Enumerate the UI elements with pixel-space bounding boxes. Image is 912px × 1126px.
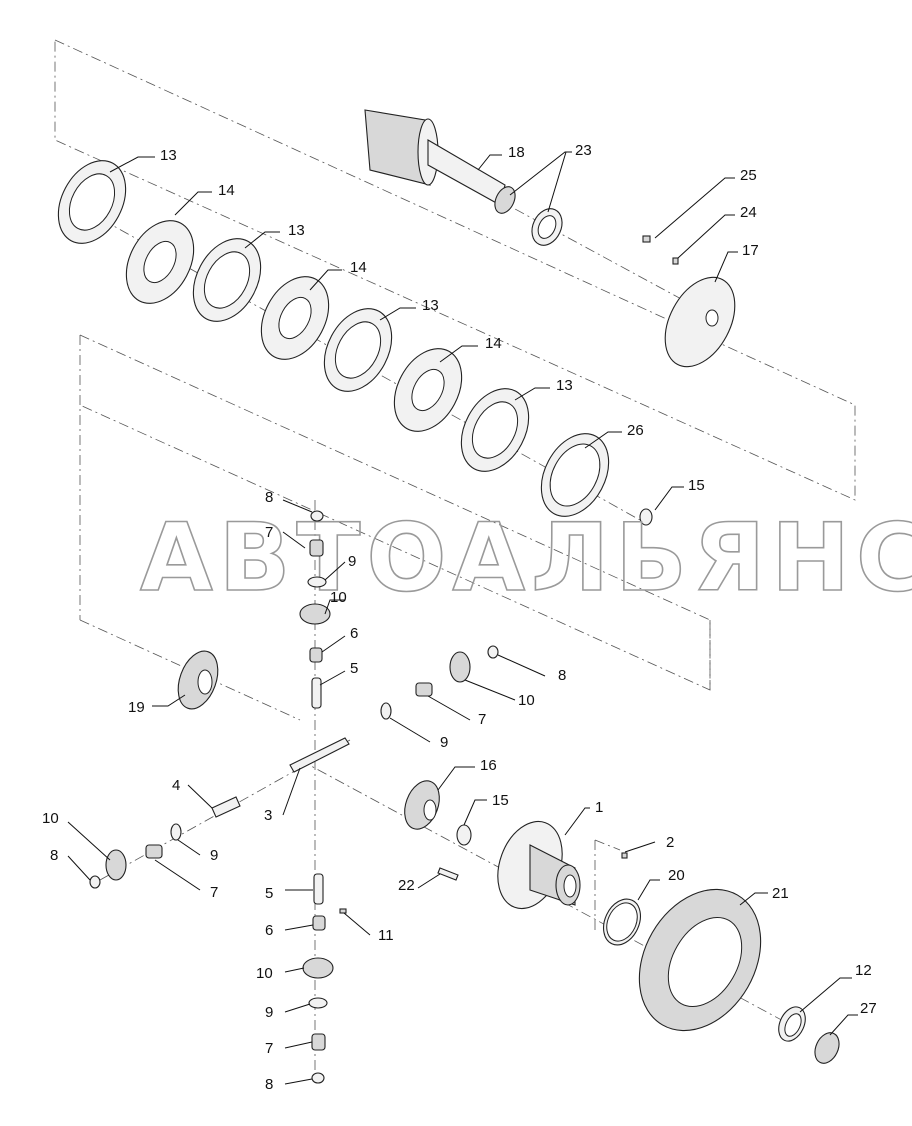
- bolt-2: [621, 852, 628, 859]
- callout-10: 10: [330, 589, 347, 606]
- callout-16: 16: [480, 757, 497, 774]
- clutch-disc-13-a: [57, 160, 127, 244]
- callout-13: 13: [556, 377, 573, 394]
- pin-5-top: [311, 677, 322, 709]
- bearing-cone-27: [814, 1032, 840, 1064]
- thrust-plate-26: [540, 433, 610, 517]
- washer-9-right: [380, 702, 392, 720]
- callout-6: 6: [265, 922, 273, 939]
- callout-12: 12: [855, 962, 872, 979]
- bushing-7-left: [145, 844, 163, 859]
- leader-lines: [67, 151, 858, 1085]
- callout-25: 25: [740, 167, 757, 184]
- washer-9-left: [170, 823, 182, 841]
- callout-13: 13: [160, 147, 177, 164]
- callout-20: 20: [668, 867, 685, 884]
- washer-9-lower: [308, 997, 328, 1009]
- callout-24: 24: [740, 204, 757, 221]
- pinion-10-lower: [302, 957, 334, 979]
- friction-disc-14-a: [125, 220, 195, 304]
- callout-3: 3: [264, 807, 272, 824]
- callout-15: 15: [492, 792, 509, 809]
- washer-8-right: [487, 645, 499, 659]
- callout-2: 2: [666, 834, 674, 851]
- callout-9: 9: [440, 734, 448, 751]
- callout-10: 10: [518, 692, 535, 709]
- washer-8-top: [310, 510, 324, 522]
- bolt-25: [642, 235, 651, 243]
- callout-8: 8: [265, 1076, 273, 1093]
- pinion-10-top: [299, 603, 331, 625]
- callout-10: 10: [42, 810, 59, 827]
- bushing-7-lower: [311, 1033, 326, 1051]
- differential-housing-1: [497, 820, 581, 910]
- washer-8-lower: [311, 1072, 325, 1084]
- friction-disc-14-c: [393, 348, 463, 432]
- callout-8: 8: [265, 489, 273, 506]
- pin-4: [211, 796, 241, 818]
- callout-labels: 13 14 13 14 13 14 13 26 15 18 23 25 24 1…: [42, 142, 877, 1093]
- pin-5-lower: [313, 873, 324, 905]
- callout-8: 8: [50, 847, 58, 864]
- callout-1: 1: [595, 799, 603, 816]
- callout-23: 23: [575, 142, 592, 159]
- flange-plate-17: [664, 276, 736, 368]
- callout-7: 7: [478, 711, 486, 728]
- washer-9-top: [307, 576, 327, 588]
- pin-11: [339, 908, 347, 914]
- ring-15-lower: [456, 824, 472, 846]
- callout-14: 14: [485, 335, 502, 352]
- pin-22: [437, 867, 459, 881]
- side-gear-16: [404, 780, 440, 830]
- cross-shaft-3: [289, 737, 350, 773]
- sleeve-6-top: [309, 647, 323, 663]
- callout-8: 8: [558, 667, 566, 684]
- callout-17: 17: [742, 242, 759, 259]
- callout-15: 15: [688, 477, 705, 494]
- callout-7: 7: [265, 1040, 273, 1057]
- callout-14: 14: [350, 259, 367, 276]
- callout-7: 7: [210, 884, 218, 901]
- callout-18: 18: [508, 144, 525, 161]
- clutch-disc-13-b: [192, 238, 262, 322]
- callout-9: 9: [210, 847, 218, 864]
- ring-15-top: [639, 508, 653, 526]
- callout-10: 10: [256, 965, 273, 982]
- crown-gear-21: [638, 888, 762, 1032]
- callout-5: 5: [265, 885, 273, 902]
- callout-14: 14: [218, 182, 235, 199]
- callout-7: 7: [265, 524, 273, 541]
- callout-22: 22: [398, 877, 415, 894]
- splined-shaft-18: [364, 109, 506, 206]
- pinion-10-left: [105, 849, 127, 881]
- bearing-23-b: [531, 208, 563, 246]
- clutch-disc-13-d: [460, 388, 530, 472]
- callout-5: 5: [350, 660, 358, 677]
- callout-21: 21: [772, 885, 789, 902]
- bevel-gear-19: [177, 650, 219, 710]
- callout-19: 19: [128, 699, 145, 716]
- bearing-23-a: [494, 186, 516, 214]
- bushing-7-top: [309, 539, 324, 557]
- callout-13: 13: [422, 297, 439, 314]
- friction-disc-14-b: [260, 276, 330, 360]
- pinion-10-right: [449, 651, 471, 683]
- callout-4: 4: [172, 777, 180, 794]
- callout-9: 9: [348, 553, 356, 570]
- callout-9: 9: [265, 1004, 273, 1021]
- callout-6: 6: [350, 625, 358, 642]
- pin-24: [672, 257, 679, 265]
- washer-8-left: [89, 875, 101, 889]
- bushing-7-right: [415, 682, 433, 697]
- clutch-disc-13-c: [323, 308, 393, 392]
- callout-26: 26: [627, 422, 644, 439]
- bearing-cup-12: [778, 1006, 806, 1042]
- callout-11: 11: [378, 927, 394, 944]
- callout-13: 13: [288, 222, 305, 239]
- watermark-text: АВТОАЛЬЯНС: [140, 504, 912, 613]
- sleeve-6-lower: [312, 915, 326, 931]
- ring-20: [603, 898, 641, 946]
- callout-27: 27: [860, 1000, 877, 1017]
